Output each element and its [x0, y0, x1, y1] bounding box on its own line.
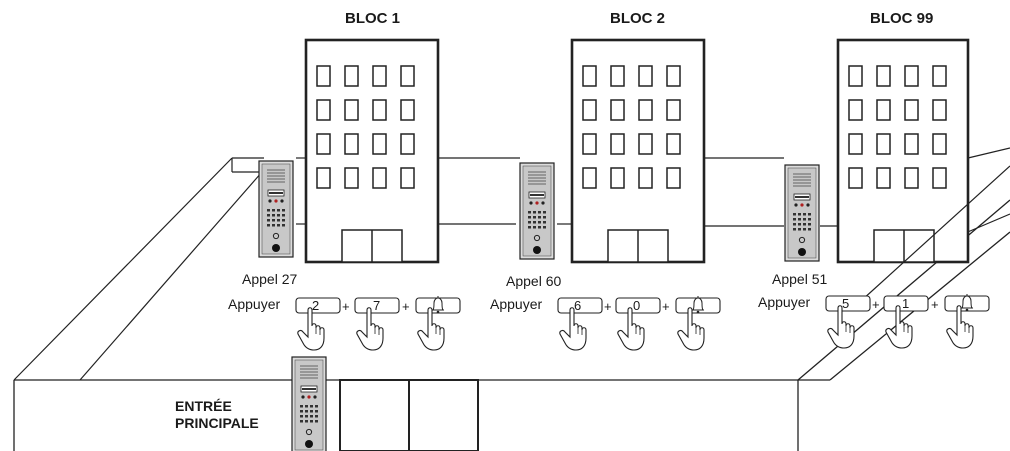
perimeter-lines [13, 147, 1010, 381]
door [341, 229, 403, 263]
windows [316, 65, 415, 189]
digit-key-label: 5 [842, 296, 849, 311]
pressing-hand-icon [946, 305, 974, 349]
building-label-bloc-1: BLOC 1 [345, 10, 401, 27]
pressing-hand-icon [827, 305, 855, 349]
intercom-panel-icon [258, 160, 294, 258]
pressing-hand-icon [885, 305, 913, 349]
press-label-3: Appuyer [758, 294, 811, 310]
intercom-panel-icon [784, 164, 820, 262]
digit-key [825, 295, 871, 312]
building-label-bloc-2: BLOC 2 [610, 10, 666, 27]
building-bloc-2 [570, 38, 706, 264]
pressing-hand-icon [297, 307, 325, 351]
digit-key-label: 7 [373, 298, 380, 313]
door [873, 229, 935, 263]
building-label-bloc-99: BLOC 99 [870, 10, 934, 27]
keypad-sequence-2: 6 + 0 + [557, 295, 721, 351]
plus-sign: + [402, 299, 410, 314]
digit-key-label: 1 [902, 296, 909, 311]
front-diagonal-wall [861, 165, 1010, 301]
digit-key [354, 297, 400, 314]
building-bloc-99 [836, 38, 970, 264]
intercom-panel-icon [291, 356, 327, 451]
pressing-hand-icon [356, 307, 384, 351]
digit-key [615, 297, 661, 314]
plus-sign: + [604, 299, 612, 314]
digit-key-label: 6 [574, 298, 581, 313]
main-entrance-line-1: ENTRÉE [175, 398, 232, 414]
plus-sign: + [931, 297, 939, 312]
digit-key [883, 295, 929, 312]
intercom-panel-icon [519, 162, 555, 260]
building-bloc-1 [304, 38, 440, 264]
windows [848, 65, 947, 189]
door [607, 229, 669, 263]
keypad-sequence-1: 2 + 7 + [295, 295, 461, 351]
press-label-1: Appuyer [228, 296, 281, 312]
pressing-hand-icon [617, 307, 645, 351]
keypad-sequence-3: 5 + 1 + [825, 293, 990, 349]
call-label-2: Appel 60 [506, 273, 562, 289]
plus-sign: + [662, 299, 670, 314]
pressing-hand-icon [417, 307, 445, 351]
digit-key [557, 297, 603, 314]
press-label-2: Appuyer [490, 296, 543, 312]
entrance-gate [339, 379, 479, 451]
pressing-hand-icon [559, 307, 587, 351]
digit-key-label: 0 [633, 298, 640, 313]
pressing-hand-icon [677, 307, 705, 351]
call-label-1: Appel 27 [242, 271, 298, 287]
main-entrance-line-2: PRINCIPALE [175, 415, 259, 431]
windows [582, 65, 681, 189]
plus-sign: + [342, 299, 350, 314]
digit-key-label: 2 [312, 298, 319, 313]
digit-key [295, 297, 341, 314]
main-entrance-label: ENTRÉE PRINCIPALE [175, 398, 259, 432]
call-label-3: Appel 51 [772, 271, 828, 287]
plus-sign: + [872, 297, 880, 312]
